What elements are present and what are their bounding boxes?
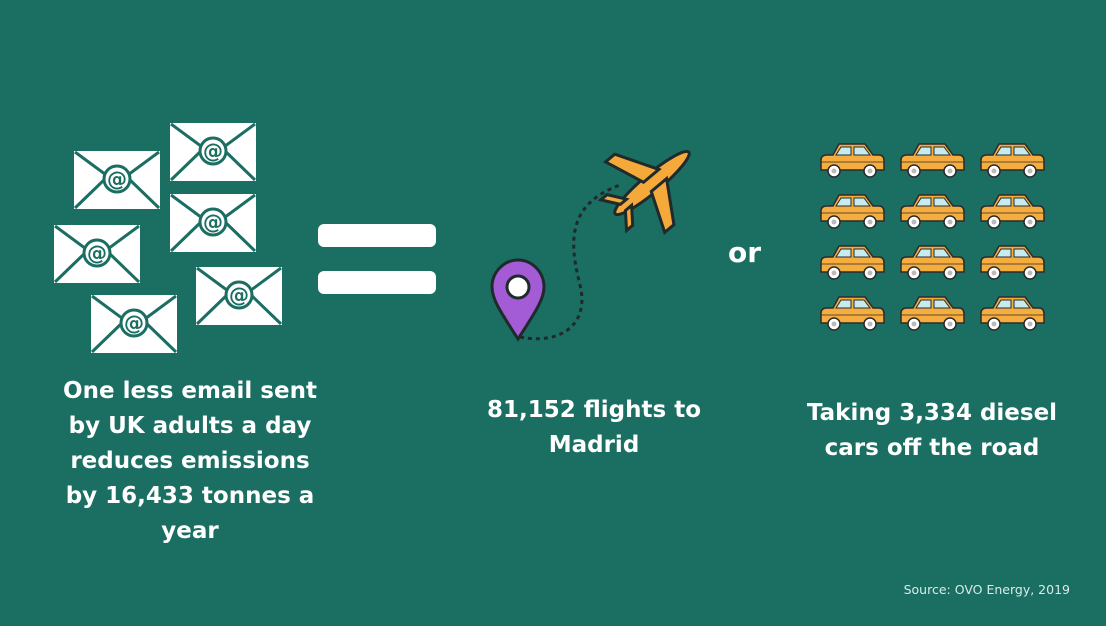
svg-text:@: @ [203, 210, 223, 234]
caption-line: Madrid [548, 432, 640, 458]
caption-line: Taking 3,334 diesel [806, 400, 1058, 426]
car-icon [900, 296, 965, 331]
car-icon [900, 245, 965, 280]
cars-caption: Taking 3,334 diesel cars off the road [800, 396, 1064, 466]
flights-caption: 81,152 flights to Madrid [474, 393, 714, 463]
svg-text:@: @ [107, 167, 127, 191]
emails-caption: One less email sent by UK adults a day r… [40, 374, 340, 549]
caption-line: 81,152 flights to [486, 397, 702, 423]
email-envelope-icon: @ [194, 265, 284, 327]
caption-line: by 16,433 tonnes a [65, 483, 315, 509]
caption-line: by UK adults a day [68, 413, 312, 439]
caption-line: year [161, 518, 219, 544]
equals-bar-bottom [318, 271, 436, 294]
email-envelope-icon: @ [168, 121, 258, 183]
caption-line: reduces emissions [70, 448, 310, 474]
email-envelope-icon: @ [52, 223, 142, 285]
caption-line: One less email sent [63, 378, 317, 404]
car-icon [820, 143, 885, 178]
car-icon [820, 194, 885, 229]
car-icon [980, 194, 1045, 229]
source-credit: Source: OVO Energy, 2019 [903, 582, 1070, 597]
car-icon [980, 296, 1045, 331]
email-envelope-icon: @ [168, 192, 258, 254]
caption-line: cars off the road [824, 435, 1040, 461]
car-icon [900, 143, 965, 178]
svg-text:@: @ [87, 241, 107, 265]
car-icon [820, 245, 885, 280]
location-pin-icon [490, 258, 546, 342]
car-icon [980, 143, 1045, 178]
email-envelope-icon: @ [72, 149, 162, 211]
equals-bar-top [318, 224, 436, 247]
car-icon [820, 296, 885, 331]
car-icon [980, 245, 1045, 280]
car-icon [900, 194, 965, 229]
svg-text:@: @ [203, 139, 223, 163]
or-label: or [728, 236, 762, 269]
flight-path-line [519, 183, 621, 341]
email-envelope-icon: @ [89, 293, 179, 355]
svg-text:@: @ [229, 283, 249, 307]
flight-path-illustration [490, 149, 691, 342]
svg-text:@: @ [124, 311, 144, 335]
airplane-icon [597, 149, 691, 235]
